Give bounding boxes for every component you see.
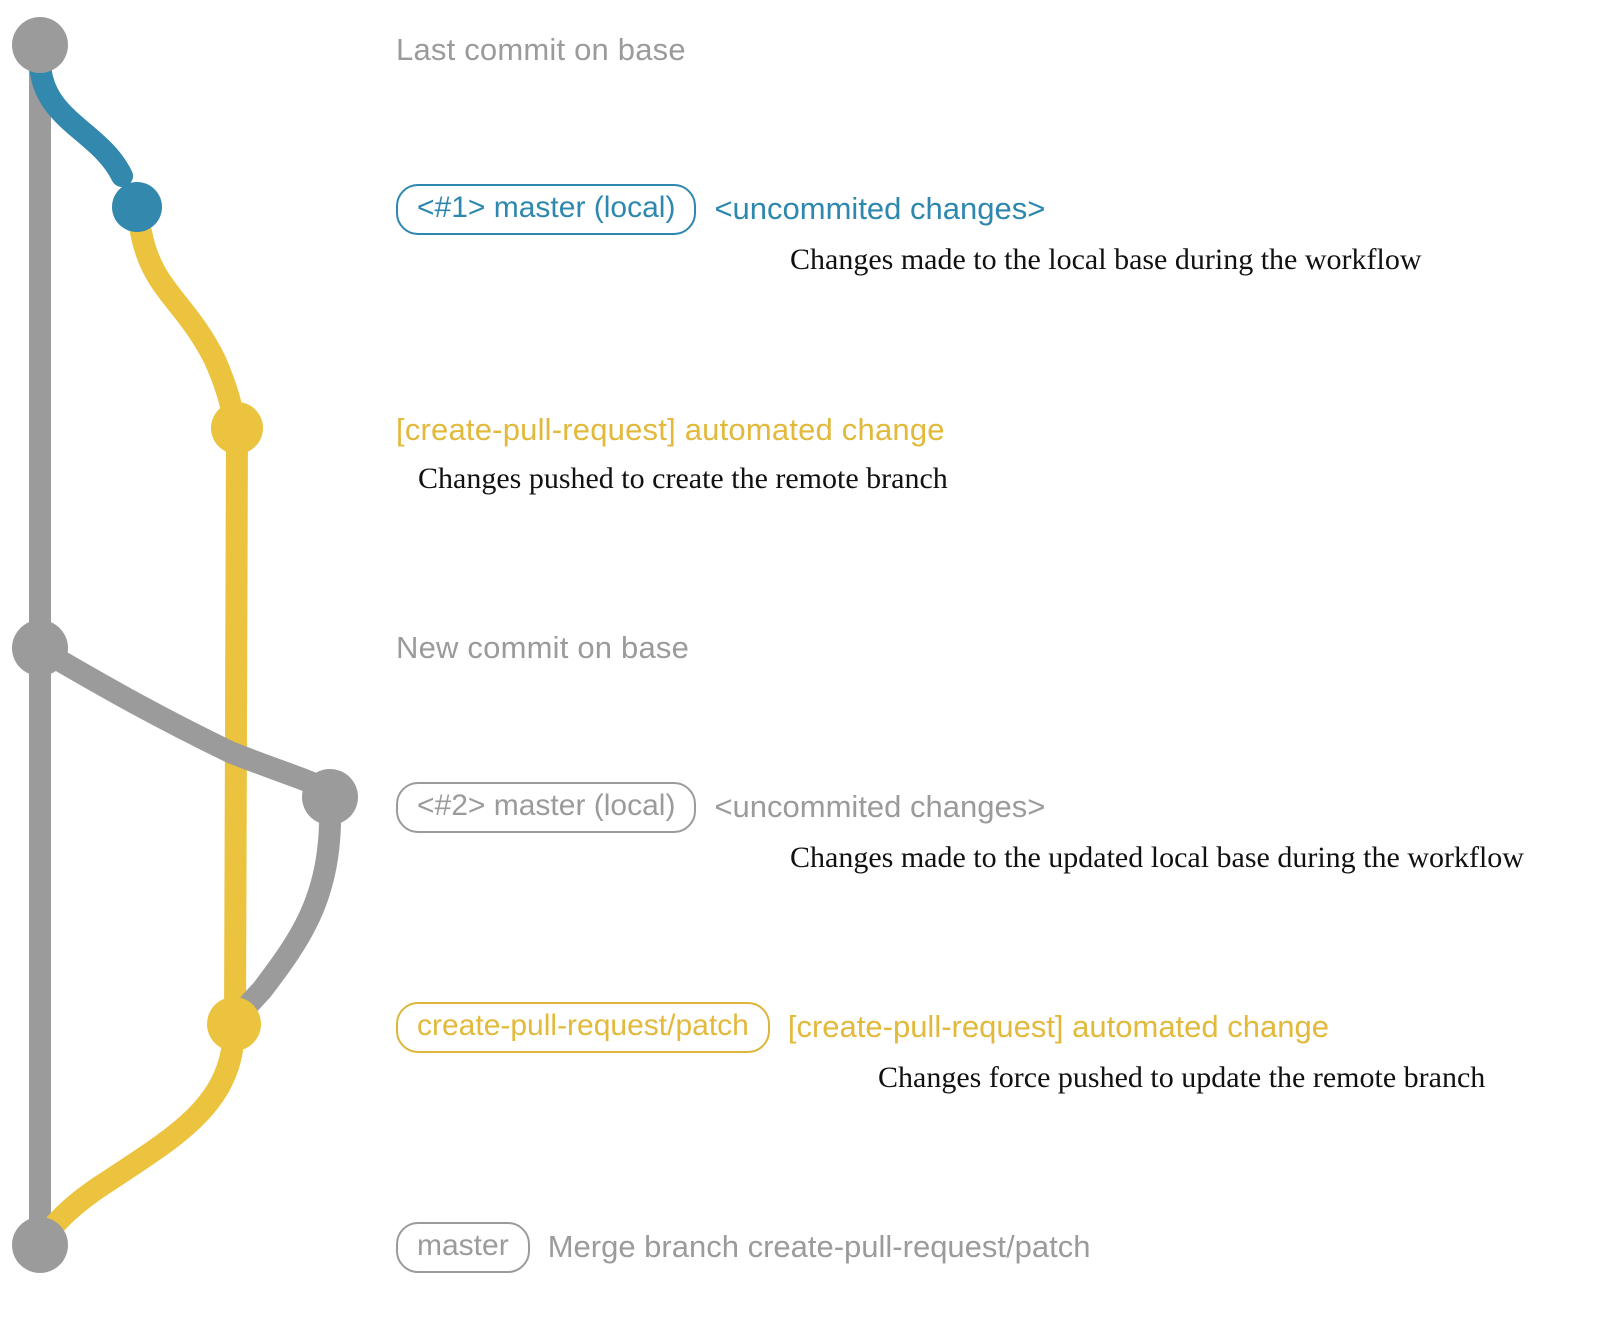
commit-title-merge-commit: Merge branch create-pull-request/patch [547,1229,1091,1265]
badge-line-master-local-2: <#2> master (local) <uncommited changes> [396,782,1524,833]
commit-node-master-local-1[interactable] [112,182,162,232]
annotation-last-commit-on-base: Last commit on base [396,32,686,68]
badge-line-merge-commit: master Merge branch create-pull-request/… [396,1222,1090,1273]
badge-line-master-local-1: <#1> master (local) <uncommited changes> [396,184,1422,235]
patch-to-merge-line [31,1039,243,1253]
base-to-local-2-line [34,641,337,801]
local-branch-1-line [29,49,133,187]
annotation-new-commit-on-base: New commit on base [396,630,689,666]
commit-node-automated-change-2[interactable] [207,997,261,1051]
badge-line-automated-change-2: create-pull-request/patch [create-pull-r… [396,1002,1485,1053]
local-2-to-patch-2-line [224,813,341,1031]
commit-title-master-local-2: <uncommited changes> [714,789,1046,825]
commit-title-master-local-1: <uncommited changes> [714,191,1046,227]
commit-description-automated-change-2: Changes force pushed to update the remot… [878,1060,1486,1094]
branch-badge-create-pull-request-patch[interactable]: create-pull-request/patch [396,1002,770,1053]
patch-branch-line-upper [130,221,245,431]
branch-badge-master-local-2[interactable]: <#2> master (local) [396,782,697,833]
commit-title-automated-change-2: [create-pull-request] automated change [787,1009,1329,1045]
annotation-master-local-2: <#2> master (local) <uncommited changes>… [396,782,1524,875]
commit-node-master-local-2[interactable] [302,769,358,825]
commit-node-automated-change-1[interactable] [211,402,263,454]
patch-branch-line-trunk [224,417,248,1035]
commit-node-merge-commit[interactable] [12,1217,68,1273]
annotation-automated-change-2: create-pull-request/patch [create-pull-r… [396,1002,1485,1095]
branch-badge-master-local-1[interactable]: <#1> master (local) [396,184,697,235]
annotation-master-local-1: <#1> master (local) <uncommited changes>… [396,184,1422,277]
commit-title-last-commit-on-base: Last commit on base [396,32,686,67]
commit-node-last-commit-on-base[interactable] [12,17,68,73]
commit-description-master-local-2: Changes made to the updated local base d… [790,840,1524,874]
commit-node-new-commit-on-base[interactable] [12,620,68,676]
branch-badge-master[interactable]: master [396,1222,530,1273]
commit-description-automated-change-1: Changes pushed to create the remote bran… [418,462,948,495]
git-graph [12,17,358,1273]
annotation-merge-commit: master Merge branch create-pull-request/… [396,1222,1090,1273]
commit-title-automated-change-1: [create-pull-request] automated change [396,412,945,447]
annotation-automated-change-1: [create-pull-request] automated change C… [396,412,948,496]
commit-description-master-local-1: Changes made to the local base during th… [790,242,1422,276]
commit-title-new-commit-on-base: New commit on base [396,630,690,665]
